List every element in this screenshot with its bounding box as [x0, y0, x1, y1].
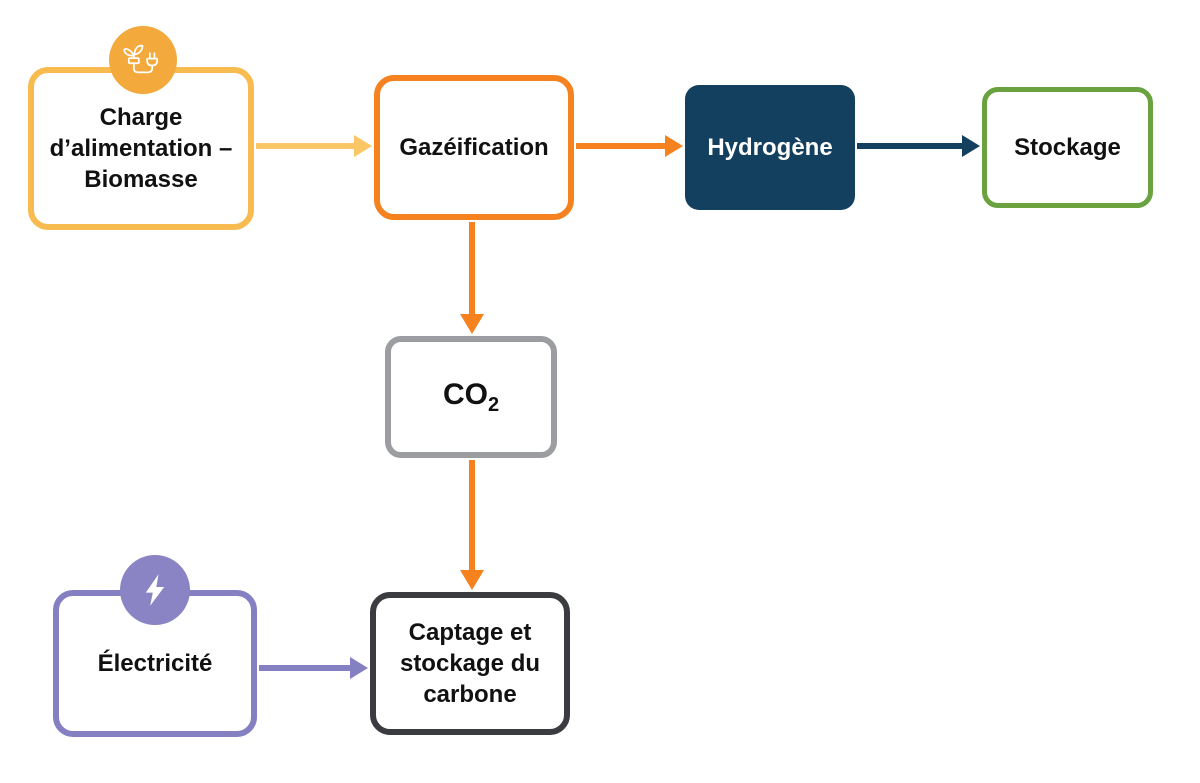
co2-subscript: 2 [487, 393, 500, 416]
arrow-co2-to-ccs [460, 460, 484, 590]
feedstock-label-line1: Charge [99, 104, 183, 131]
arrow-hydrogen-to-storage [857, 135, 980, 157]
node-co2: CO2 [385, 336, 557, 458]
arrow-electricity-to-ccs [259, 657, 368, 679]
node-hydrogen: Hydrogène [685, 85, 855, 210]
co2-label: CO2 [442, 377, 500, 416]
hydrogen-label: Hydrogène [707, 133, 833, 161]
ccs-label-line2: stockage du [399, 650, 541, 677]
node-storage: Stockage [982, 87, 1153, 208]
ccs-label-line1: Captage et [408, 619, 532, 646]
storage-label: Stockage [1014, 133, 1121, 161]
feedstock-label-line2: d’alimentation – [49, 135, 233, 162]
electricity-label: Électricité [97, 649, 213, 677]
arrow-gasification-to-co2 [460, 222, 484, 334]
node-feedstock-biomass: Charge d’alimentation – Biomasse [28, 67, 254, 230]
ccs-label-line3: carbone [423, 681, 517, 708]
gasification-label: Gazéification [399, 133, 549, 161]
biomass-badge [109, 26, 177, 94]
electricity-badge [120, 555, 190, 625]
node-carbon-capture-storage: Captage et stockage du carbone [370, 592, 570, 735]
arrow-feedstock-to-gasification [256, 135, 372, 157]
biomass-leaf-plug-icon [123, 44, 159, 74]
node-gasification: Gazéification [374, 75, 574, 220]
arrow-gasification-to-hydrogen [576, 135, 683, 157]
lightning-icon [145, 574, 165, 606]
feedstock-label-line3: Biomasse [84, 166, 198, 193]
